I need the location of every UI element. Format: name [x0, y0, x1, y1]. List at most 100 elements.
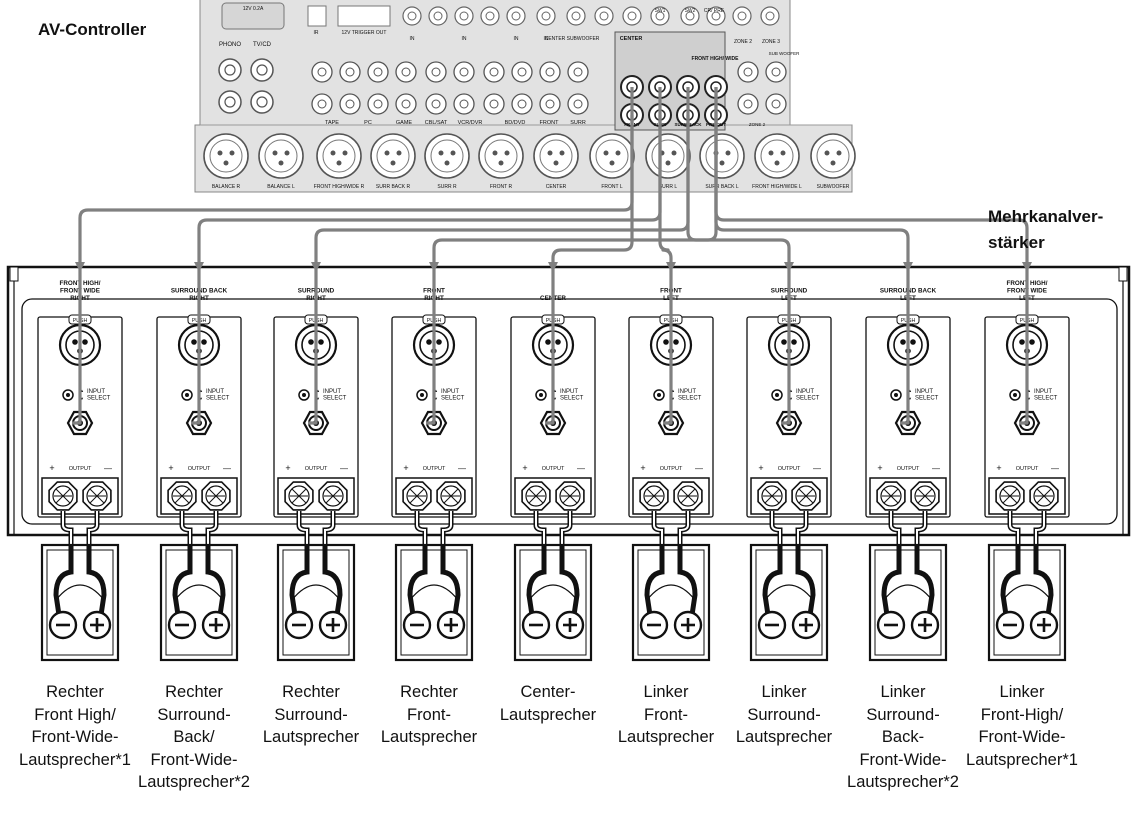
panel-label: PHONO [219, 42, 241, 48]
output-plus: + [49, 463, 54, 473]
input-select-knob [302, 393, 306, 397]
rca-jack [540, 94, 560, 114]
input-select-label-line: INPUT [915, 389, 933, 395]
panel-jack [429, 7, 447, 25]
xlr-pin [604, 151, 609, 156]
panel-label: VCR/DVR [458, 120, 483, 126]
rca-jack [426, 94, 446, 114]
rca-jack [219, 59, 241, 81]
xlr-input-pin [318, 339, 324, 345]
rca-jack [568, 94, 588, 114]
xlr-connector [811, 134, 855, 178]
input-select-knob [1013, 393, 1017, 397]
panel-jack [481, 7, 499, 25]
panel-label: SURR [570, 120, 586, 126]
rca-jack [484, 94, 504, 114]
output-label: OUTPUT [1016, 466, 1039, 472]
xlr-input-pin [436, 339, 442, 345]
input-select-knob [657, 393, 661, 397]
xlr-pin [825, 151, 830, 156]
panel-label: ZONE 2 [749, 122, 766, 127]
panel-jack [567, 7, 585, 25]
output-minus: — [577, 464, 585, 473]
rca-jack [454, 62, 474, 82]
xlr-pin [499, 161, 504, 166]
output-plus: + [403, 463, 408, 473]
output-label: OUTPUT [423, 466, 446, 472]
input-select-knob [539, 393, 543, 397]
xlr-input-pin [545, 339, 551, 345]
output-minus: — [813, 464, 821, 473]
panel-label: CR/ PRE [704, 8, 725, 14]
input-select-label-line: INPUT [441, 389, 459, 395]
xlr-pin [616, 151, 621, 156]
rca-jack [738, 94, 758, 114]
panel-label: SURR R [437, 184, 457, 190]
panel-jack [507, 7, 525, 25]
xlr-pin [560, 151, 565, 156]
panel-label: SUBWOOFER [817, 184, 850, 190]
output-plus: + [758, 463, 763, 473]
xlr-input-pin [910, 339, 916, 345]
xlr-connector [317, 134, 361, 178]
xlr-pin [391, 161, 396, 166]
input-select-label-line: SELECT [678, 396, 702, 402]
xlr-input-pin [308, 339, 314, 345]
panel-label: BD/DVD [505, 120, 526, 126]
panel-label: SURR BACK L [705, 184, 739, 190]
panel-jack [403, 7, 421, 25]
panel-label: GAME [396, 120, 413, 126]
output-label: OUTPUT [897, 466, 920, 472]
panel-label: SUB WOOFER [769, 51, 801, 56]
rca-jack [396, 62, 416, 82]
xlr-pin [505, 151, 510, 156]
rca-jack [512, 62, 532, 82]
amplifier-corner [10, 267, 18, 281]
output-plus: + [285, 463, 290, 473]
rca-jack [568, 62, 588, 82]
xlr-input-pin [1019, 339, 1025, 345]
input-select-knob [894, 393, 898, 397]
xlr-input-pin [82, 339, 88, 345]
xlr-pin [439, 151, 444, 156]
panel-label: IN [514, 36, 519, 42]
xlr-pin [781, 151, 786, 156]
input-select-label-line: SELECT [560, 396, 584, 402]
panel-label: IN [410, 36, 415, 42]
panel-label: FRONT [540, 120, 560, 126]
panel-label: TV/CD [253, 42, 272, 48]
rca-jack [340, 94, 360, 114]
xlr-pin [769, 151, 774, 156]
input-select-label-line: INPUT [560, 389, 578, 395]
input-select-knob [66, 393, 70, 397]
panel-label: SW2 [685, 8, 696, 14]
xlr-pin [831, 161, 836, 166]
output-minus: — [1051, 464, 1059, 473]
speaker-label: Linker Front-High/ Front-Wide- Lautsprec… [947, 681, 1097, 771]
panel-jack [623, 7, 641, 25]
output-label: OUTPUT [188, 466, 211, 472]
output-minus: — [223, 464, 231, 473]
rca-jack [312, 94, 332, 114]
xlr-connector [755, 134, 799, 178]
xlr-input-pin [555, 339, 561, 345]
xlr-pin [837, 151, 842, 156]
panel-label: CBL/SAT [425, 120, 448, 126]
rca-jack [738, 62, 758, 82]
output-minus: — [695, 464, 703, 473]
xlr-pin [451, 151, 456, 156]
input-select-label-line: SELECT [87, 396, 111, 402]
amplifier-title: Mehrkanalver- stärker [988, 204, 1103, 256]
rca-jack [312, 62, 332, 82]
panel-label: CENTER [545, 36, 566, 42]
rca-jack [340, 62, 360, 82]
panel-label: SW1 [655, 8, 666, 14]
panel-label: SURR L [659, 184, 678, 190]
panel-jack [733, 7, 751, 25]
xlr-connector [646, 134, 690, 178]
panel-label: BALANCE L [267, 184, 295, 190]
rca-jack [219, 91, 241, 113]
trigger-jack [338, 6, 390, 26]
rca-jack [251, 59, 273, 81]
